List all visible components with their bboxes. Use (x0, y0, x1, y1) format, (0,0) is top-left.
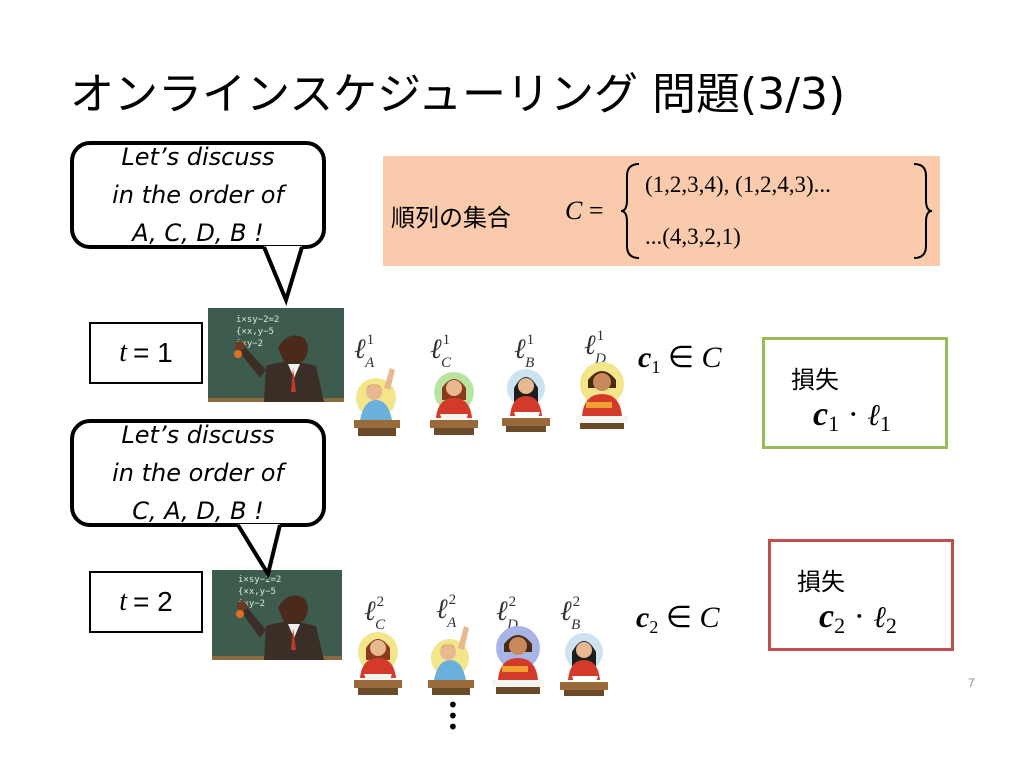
student-writing-icon (560, 633, 608, 696)
choice-membership-2: c2 ∈ C (636, 601, 720, 637)
svg-text:{×x,y−5: {×x,y−5 (236, 327, 274, 337)
student-raising-hand-icon (354, 368, 400, 436)
learner-label-a2: ℓ2A (436, 592, 457, 631)
right-brace-icon (913, 163, 933, 259)
svg-text:i×sy−2=2: i×sy−2=2 (236, 315, 279, 325)
loss-formula-1: c1 · ℓ1 (813, 396, 891, 436)
permutation-set-box: 順列の集合 C = (1,2,3,4), (1,2,4,3)... ...(4,… (383, 156, 940, 266)
bubble-line: in the order of (112, 459, 284, 487)
loss-label: 損失 (797, 568, 845, 596)
choice-membership-1: c1 ∈ C (638, 341, 722, 377)
loss-formula-2: c2 · ℓ2 (819, 598, 897, 638)
time-step-box-2: t= 2 (89, 571, 203, 633)
svg-text:i×y−2: i×y−2 (238, 599, 265, 609)
learner-label-c2: ℓ2C (364, 594, 386, 633)
svg-text:{×x,y−5: {×x,y−5 (238, 587, 276, 597)
time-step-box-1: t= 1 (89, 322, 203, 384)
slide-title: オンラインスケジューリング 問題(3/3) (70, 69, 846, 120)
student-thinking-icon (492, 626, 544, 694)
speech-bubble-tail (262, 246, 304, 306)
teacher-at-blackboard-icon: i×sy−2=2 {×x,y−5 i×y−2 (208, 308, 344, 402)
bubble-line: in the order of (112, 181, 284, 209)
speech-bubble-tail (236, 523, 282, 580)
bubble-line: Let’s discuss (121, 421, 275, 449)
loss-box-2: 損失 c2 · ℓ2 (768, 539, 954, 651)
set-label: 順列の集合 (391, 204, 511, 232)
learner-label-d2: ℓ2D (496, 594, 519, 633)
set-elements-line-1: (1,2,3,4), (1,2,4,3)... (645, 172, 831, 197)
speech-bubble-round-1: Let’s discuss in the order of A, C, D, B… (70, 141, 326, 249)
svg-text:i×sy−2=2: i×sy−2=2 (238, 575, 281, 585)
left-brace-icon (620, 163, 640, 259)
student-reading-icon (354, 632, 402, 695)
speech-bubble-round-2: Let’s discuss in the order of C, A, D, B… (70, 419, 326, 527)
learner-label-b1: ℓ1B (514, 332, 535, 371)
set-elements-line-2: ...(4,3,2,1) (645, 224, 741, 249)
student-raising-hand-icon (428, 626, 474, 695)
teacher-at-blackboard-icon: i×sy−2=2 {×x,y−5 i×y−2 (212, 570, 342, 660)
bubble-line: Let’s discuss (121, 143, 275, 171)
loss-box-1: 損失 c1 · ℓ1 (762, 337, 948, 449)
loss-label: 損失 (791, 366, 839, 394)
student-reading-icon (430, 372, 478, 435)
vertical-ellipsis: ••• (447, 693, 459, 739)
student-writing-icon (502, 369, 550, 432)
bubble-line: A, C, D, B ! (132, 219, 264, 247)
page-number: 7 (968, 676, 975, 690)
learner-label-c1: ℓ1C (430, 332, 452, 371)
set-variable: C = (565, 196, 604, 225)
svg-text:i×y−2: i×y−2 (236, 339, 263, 349)
bubble-line: C, A, D, B ! (132, 497, 264, 525)
student-thinking-icon (576, 362, 628, 429)
learner-label-b2: ℓ2B (560, 594, 581, 633)
learner-label-d1: ℓ1D (584, 328, 607, 367)
learner-label-a1: ℓ1A (354, 332, 375, 371)
